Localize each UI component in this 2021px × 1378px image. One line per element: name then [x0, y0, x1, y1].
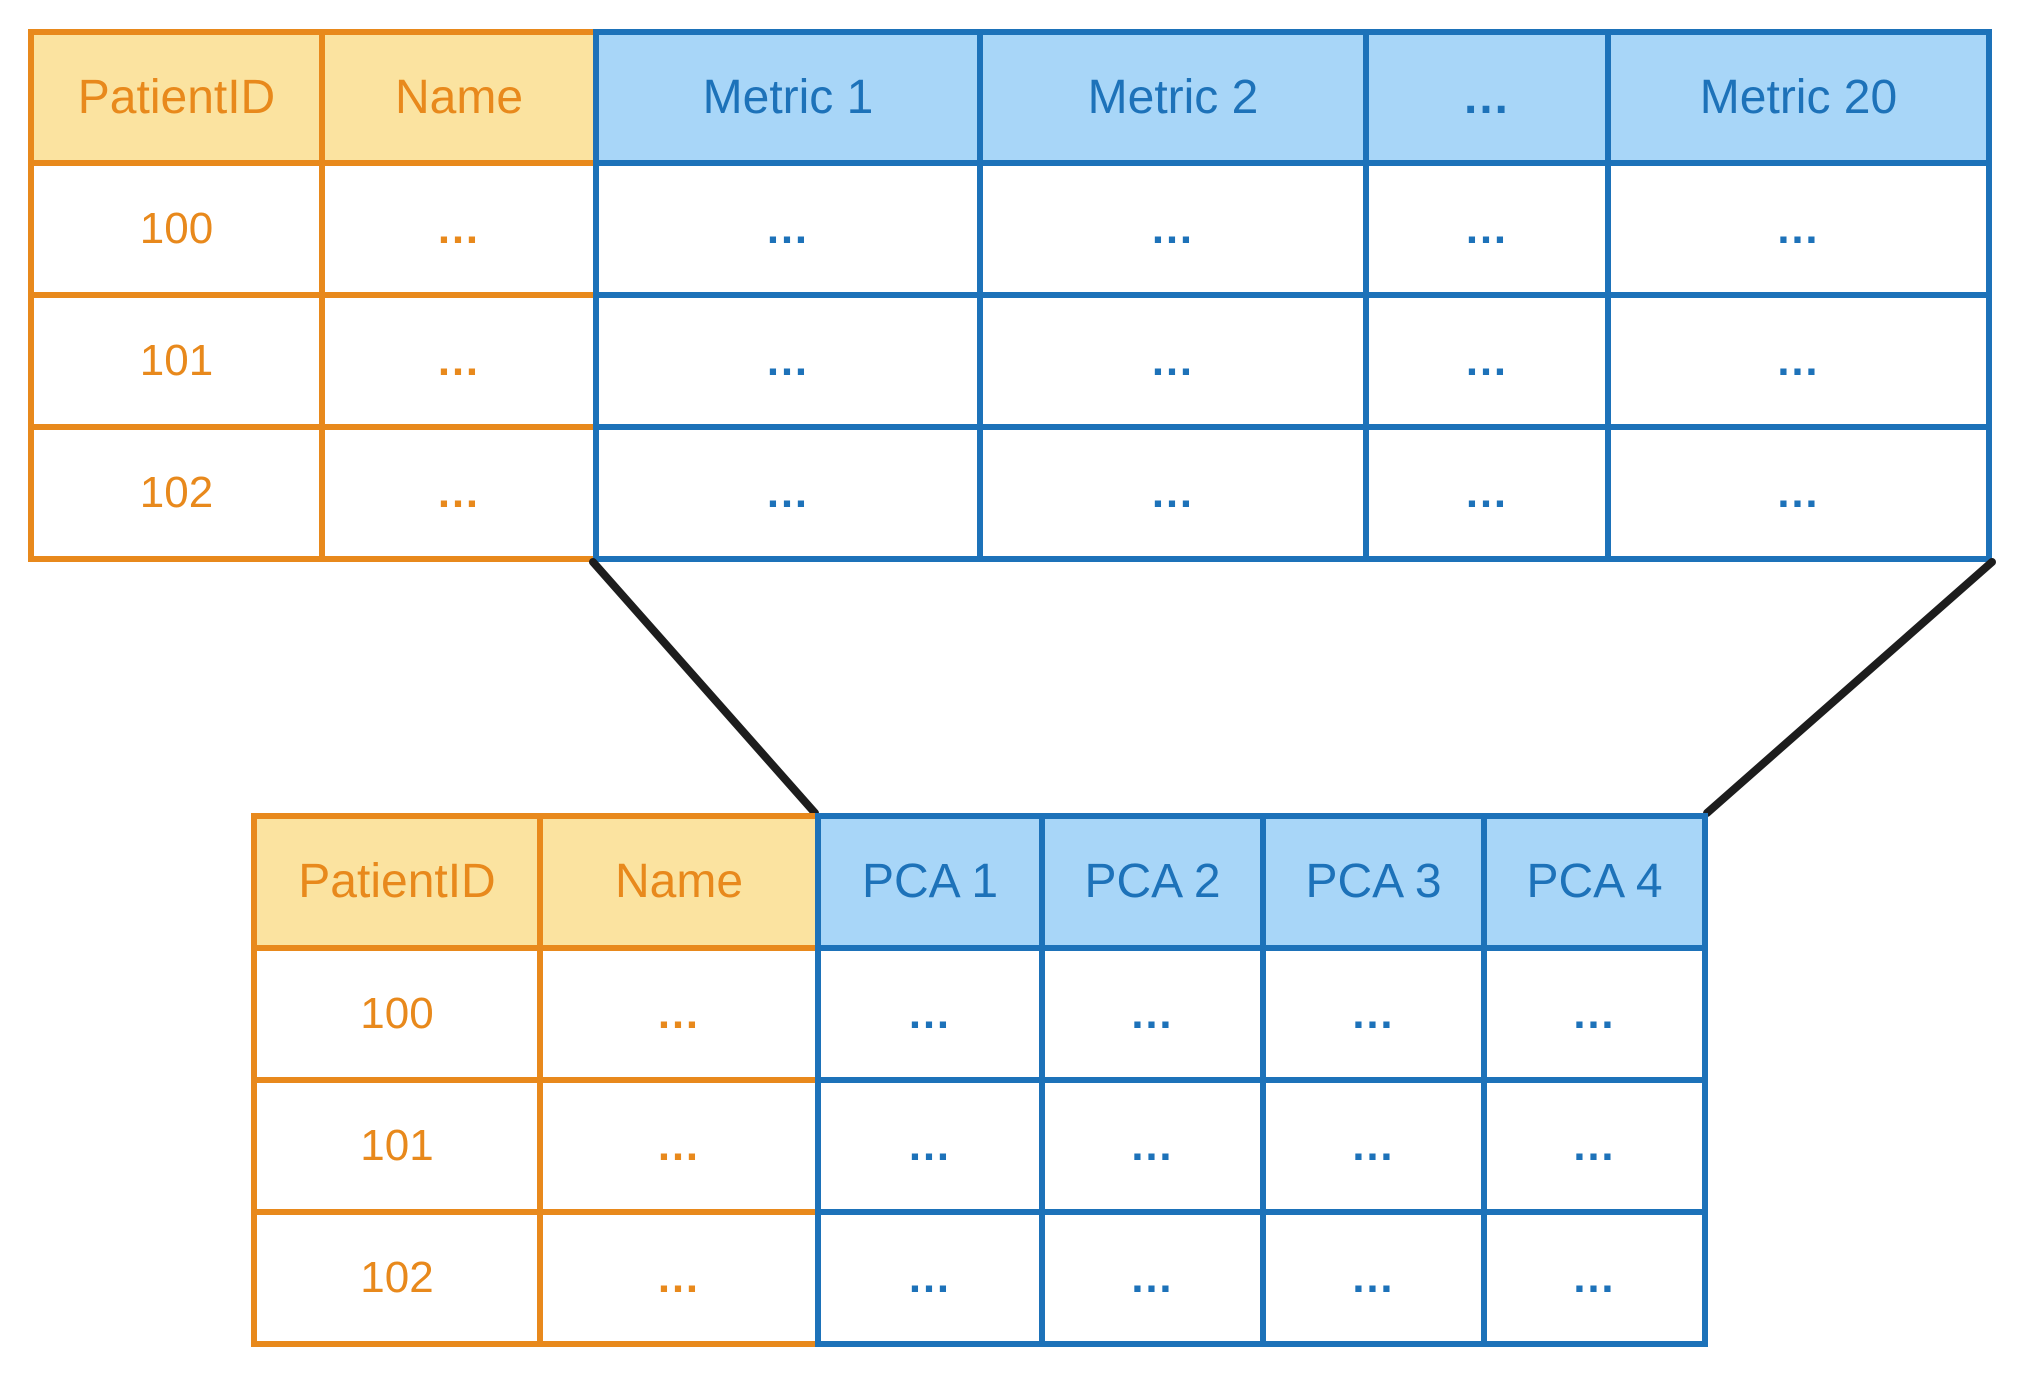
- top-table-metrics-section: Metric 1 Metric 2 … Metric 20 … … … … … …: [593, 29, 1992, 562]
- top-cell-metric: …: [1611, 298, 1986, 424]
- bottom-cell-name: …: [543, 951, 815, 1077]
- top-cell-metric: …: [1369, 298, 1605, 424]
- top-cell-name: …: [325, 298, 593, 424]
- top-cell-metric: …: [599, 166, 977, 292]
- bottom-cell-patientid: 101: [257, 1083, 537, 1209]
- top-cell-metric: …: [1611, 166, 1986, 292]
- bottom-cell-patientid: 102: [257, 1215, 537, 1341]
- top-header-metric-2: Metric 2: [983, 35, 1363, 160]
- top-table-identity-section: PatientID Name 100 … 101 … 102 …: [28, 29, 593, 562]
- bottom-cell-pca: …: [1487, 1215, 1702, 1341]
- top-cell-metric: …: [983, 166, 1363, 292]
- bottom-header-pca-3: PCA 3: [1266, 819, 1481, 945]
- bottom-cell-pca: …: [821, 1083, 1039, 1209]
- funnel-line-right: [1703, 558, 1996, 817]
- top-cell-metric: …: [983, 298, 1363, 424]
- bottom-cell-patientid: 100: [257, 951, 537, 1077]
- bottom-table-pca-section: PCA 1 PCA 2 PCA 3 PCA 4 … … … … … … … … …: [815, 813, 1708, 1347]
- bottom-cell-pca: …: [821, 951, 1039, 1077]
- top-cell-name: …: [325, 430, 593, 556]
- top-cell-metric: …: [1369, 166, 1605, 292]
- top-cell-metric: …: [599, 430, 977, 556]
- bottom-header-pca-2: PCA 2: [1045, 819, 1260, 945]
- bottom-header-patientid: PatientID: [257, 819, 537, 945]
- bottom-cell-pca: …: [1045, 1083, 1260, 1209]
- top-cell-metric: …: [983, 430, 1363, 556]
- top-cell-patientid: 100: [34, 166, 319, 292]
- bottom-cell-pca: …: [821, 1215, 1039, 1341]
- funnel-line-left: [589, 558, 819, 817]
- top-header-patientid: PatientID: [34, 35, 319, 160]
- top-cell-metric: …: [599, 298, 977, 424]
- bottom-cell-name: …: [543, 1083, 815, 1209]
- top-header-metric-ellipsis: …: [1369, 35, 1605, 160]
- bottom-header-pca-4: PCA 4: [1487, 819, 1702, 945]
- top-cell-name: …: [325, 166, 593, 292]
- top-cell-patientid: 102: [34, 430, 319, 556]
- bottom-cell-pca: …: [1045, 951, 1260, 1077]
- bottom-cell-name: …: [543, 1215, 815, 1341]
- top-header-metric-20: Metric 20: [1611, 35, 1986, 160]
- top-cell-patientid: 101: [34, 298, 319, 424]
- bottom-cell-pca: …: [1266, 951, 1481, 1077]
- top-header-name: Name: [325, 35, 593, 160]
- bottom-cell-pca: …: [1266, 1083, 1481, 1209]
- bottom-cell-pca: …: [1045, 1215, 1260, 1341]
- top-header-metric-1: Metric 1: [599, 35, 977, 160]
- bottom-cell-pca: …: [1266, 1215, 1481, 1341]
- bottom-header-name: Name: [543, 819, 815, 945]
- top-cell-metric: …: [1611, 430, 1986, 556]
- bottom-table-identity-section: PatientID Name 100 … 101 … 102 …: [251, 813, 815, 1347]
- top-cell-metric: …: [1369, 430, 1605, 556]
- bottom-cell-pca: …: [1487, 951, 1702, 1077]
- bottom-cell-pca: …: [1487, 1083, 1702, 1209]
- bottom-header-pca-1: PCA 1: [821, 819, 1039, 945]
